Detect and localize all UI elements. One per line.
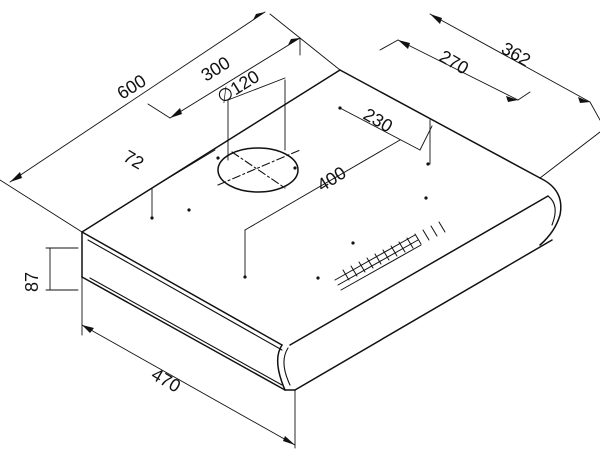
- dimension-lines: [0, 11, 600, 449]
- dim-label-470: 470: [148, 364, 184, 396]
- dim-label-87: 87: [22, 272, 42, 292]
- dim-label-400: 400: [314, 163, 350, 196]
- dim-label-362: 362: [498, 38, 534, 70]
- mounting-holes: [150, 106, 430, 280]
- vent-slots: [334, 221, 446, 291]
- dim-label-230: 230: [360, 104, 396, 136]
- duct-opening: [217, 147, 301, 193]
- dim-label-72: 72: [120, 146, 147, 173]
- arrowheads: [10, 12, 590, 445]
- dim-label-270: 270: [436, 46, 472, 78]
- dim-label-600: 600: [114, 71, 150, 104]
- hood-body: [81, 69, 562, 391]
